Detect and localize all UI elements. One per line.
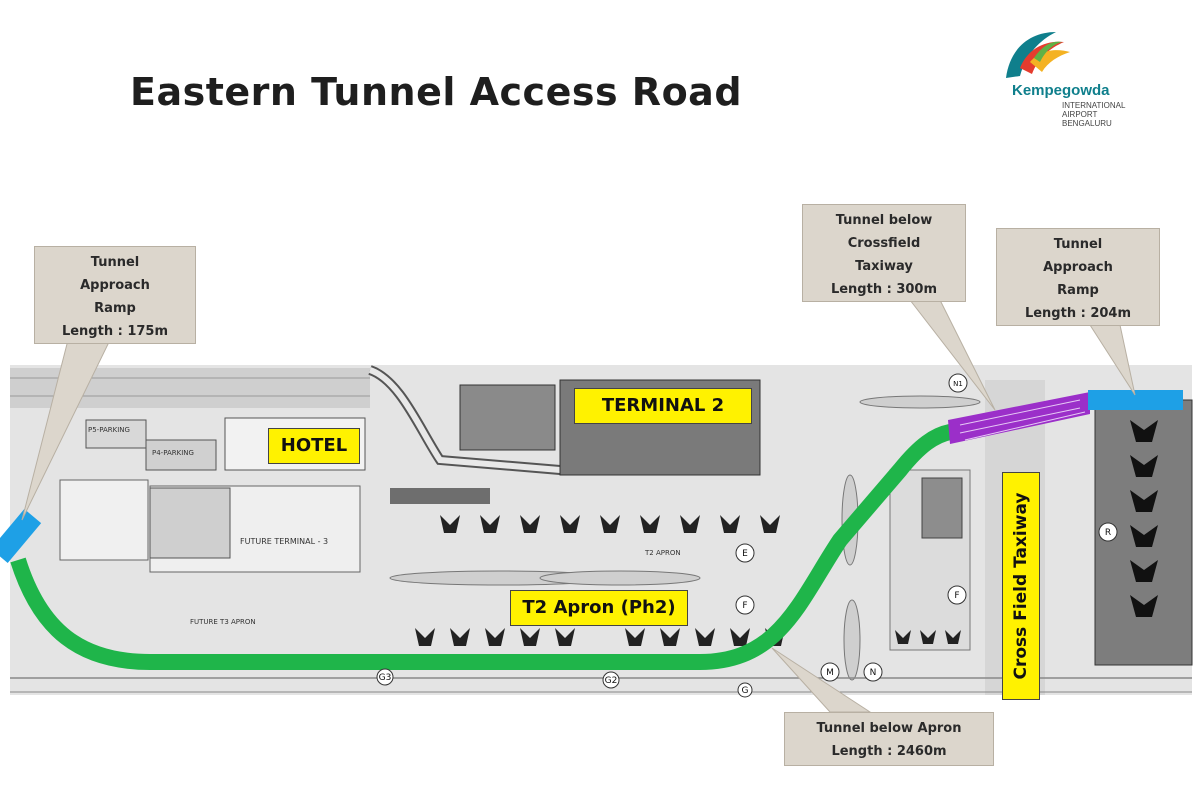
callout-line: Ramp <box>94 301 136 316</box>
p5-parking-text: P5-PARKING <box>88 426 130 434</box>
future-terminal-text: FUTURE TERMINAL - 3 <box>240 537 328 546</box>
callout-line: Approach <box>80 278 150 293</box>
apron-callout: Tunnel below Apron Length : 2460m <box>784 712 994 766</box>
marker-n <box>863 662 883 682</box>
svg-text:R: R <box>1105 528 1111 538</box>
t2-apron-label: T2 Apron (Ph2) <box>510 590 688 626</box>
callout-line: Tunnel below Apron <box>816 721 962 736</box>
west-approach-ramp <box>0 509 42 563</box>
p4-parking-text: P4-PARKING <box>152 449 194 457</box>
callout-line: Crossfield <box>847 236 921 251</box>
aircraft-stands-upper <box>440 515 780 533</box>
logo-name: Kempegowda <box>1012 82 1110 99</box>
logo-sub-line: INTERNATIONAL <box>1062 101 1126 110</box>
marker-e <box>735 543 755 563</box>
future-apron-text: FUTURE T3 APRON <box>190 618 256 626</box>
p5-parking-block <box>85 419 147 449</box>
callout-line: Length : 2460m <box>831 744 947 759</box>
callout-line: Tunnel <box>1053 237 1103 252</box>
svg-text:N1: N1 <box>953 380 963 388</box>
logo-subtitle: INTERNATIONAL AIRPORT BENGALURU <box>1062 101 1125 128</box>
crossfield-callout: Tunnel below Crossfield Taxiway Length :… <box>802 204 966 302</box>
callout-line: Length : 175m <box>61 324 169 339</box>
marker-r <box>1098 522 1118 542</box>
marker-m <box>820 662 840 682</box>
cross-field-taxiway-text: Cross Field Taxiway <box>1011 492 1031 680</box>
marker-f <box>735 595 755 615</box>
callout-line: Length : 300m <box>830 282 938 297</box>
svg-text:F: F <box>742 601 747 611</box>
aircraft-stands-lower <box>415 628 785 646</box>
callout-line: Approach <box>1043 260 1113 275</box>
svg-text:N: N <box>870 668 877 678</box>
svg-text:G: G <box>742 686 749 696</box>
marker-n1 <box>948 373 968 393</box>
marker-g <box>737 682 753 698</box>
callout-line: Ramp <box>1057 283 1099 298</box>
hotel-label: HOTEL <box>268 428 360 464</box>
east-ramp-callout: Tunnel Approach Ramp Length : 204m <box>996 228 1160 326</box>
callout-line: Length : 204m <box>1024 306 1132 321</box>
callout-line: Tunnel below <box>835 213 933 228</box>
logo-sub-line: AIRPORT <box>1062 110 1098 119</box>
west-ramp-callout: Tunnel Approach Ramp Length : 175m <box>34 246 196 344</box>
svg-text:M: M <box>826 668 834 678</box>
east-approach-ramp <box>1088 390 1183 410</box>
terminal-2-label: TERMINAL 2 <box>574 388 752 424</box>
marker-g2 <box>602 671 620 689</box>
p4-parking-block <box>145 439 217 471</box>
marker-f-east <box>947 585 967 605</box>
callout-line: Taxiway <box>855 259 913 274</box>
svg-text:G2: G2 <box>605 676 618 686</box>
callout-line: Tunnel <box>90 255 140 270</box>
svg-text:E: E <box>742 549 748 559</box>
tunnel-below-apron-route <box>10 424 952 670</box>
page-title: Eastern Tunnel Access Road <box>130 70 743 114</box>
kempegowda-logo-icon <box>1006 32 1070 78</box>
t2-apron-small-text: T2 APRON <box>644 549 681 557</box>
svg-text:G3: G3 <box>379 673 392 683</box>
svg-text:F: F <box>954 591 959 601</box>
marker-g3 <box>376 668 394 686</box>
cross-field-taxiway-label: Cross Field Taxiway <box>1002 472 1040 700</box>
logo-sub-line: BENGALURU <box>1062 119 1112 128</box>
